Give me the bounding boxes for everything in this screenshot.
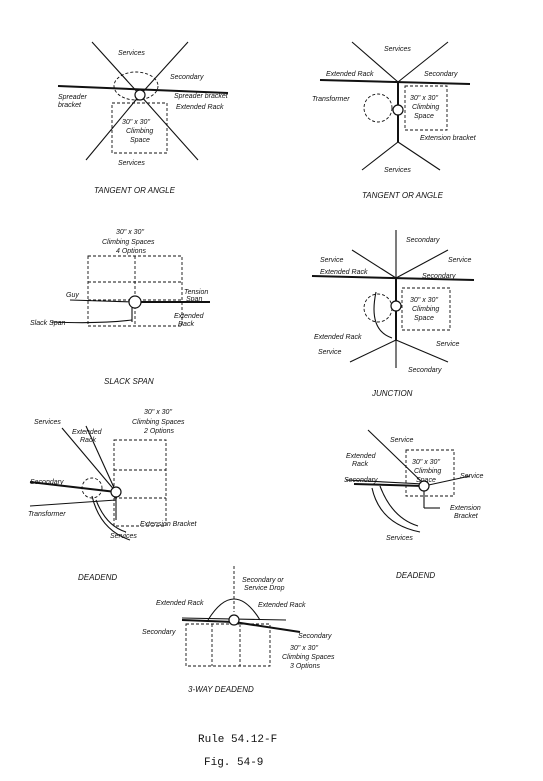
label-extended-rack: Extended Rack bbox=[176, 104, 224, 111]
label-services-top: Services bbox=[384, 46, 411, 53]
label-secondary: Secondary bbox=[30, 479, 64, 486]
label-rack: Rack bbox=[352, 461, 368, 468]
label-service-drop: Service Drop bbox=[244, 585, 285, 592]
label-climbing-size: 30" x 30" bbox=[412, 459, 440, 466]
label-secondary-or: Secondary or bbox=[242, 577, 284, 584]
label-services-bottom: Services bbox=[384, 167, 411, 174]
label-services-bottom: Services bbox=[118, 160, 145, 167]
caption-deadend-2: DEADEND bbox=[396, 571, 435, 580]
label-extended-rack-left: Extended Rack bbox=[156, 600, 204, 607]
figure-number: Fig. 54-9 bbox=[204, 757, 263, 769]
label-options: 2 Options bbox=[143, 428, 174, 435]
label-climbing: Climbing bbox=[126, 128, 153, 135]
label-climbing-size: 30" x 30" bbox=[122, 119, 150, 126]
caption-tangent-angle-1: TANGENT OR ANGLE bbox=[94, 186, 176, 195]
label-climbing-size: 30" x 30" bbox=[290, 645, 318, 652]
label-space: Space bbox=[130, 137, 150, 144]
label-guy: Guy bbox=[66, 292, 79, 299]
label-climbing-spaces: Climbing Spaces bbox=[282, 654, 335, 661]
label-rack: Rack bbox=[80, 437, 96, 444]
label-extended-rack-right: Extended Rack bbox=[258, 602, 306, 609]
label-tension: Tension bbox=[184, 289, 208, 296]
label-secondary-top: Secondary bbox=[406, 237, 440, 244]
label-climbing-spaces: Climbing Spaces bbox=[102, 239, 155, 246]
label-extension: Extension bbox=[450, 505, 481, 512]
label-climbing-size: 30" x 30" bbox=[116, 229, 144, 236]
label-space: Space bbox=[416, 477, 436, 484]
label-options: 4 Options bbox=[116, 248, 146, 255]
label-span: Span bbox=[186, 296, 202, 303]
caption-deadend-1: DEADEND bbox=[78, 573, 117, 582]
label-service-top: Service bbox=[390, 437, 413, 444]
label-secondary-left: Secondary bbox=[142, 629, 176, 636]
label-climbing: Climbing bbox=[412, 104, 439, 111]
label-extended: Extended bbox=[346, 453, 377, 460]
label-transformer: Transformer bbox=[28, 511, 66, 518]
label-extended-rack-top: Extended Rack bbox=[320, 269, 368, 276]
panel-3way-deadend: Secondary or Service Drop Extended Rack … bbox=[142, 566, 335, 694]
label-extended: Extended bbox=[72, 429, 103, 436]
label-bracket: bracket bbox=[58, 102, 82, 109]
panel-tangent-angle-2: Services Extended Rack Secondary Transfo… bbox=[312, 41, 477, 200]
label-transformer: Transformer bbox=[312, 96, 350, 103]
caption-tangent-angle-2: TANGENT OR ANGLE bbox=[362, 191, 444, 200]
label-extension-bracket: Extension Bracket bbox=[140, 521, 197, 528]
label-climbing-size: 30" x 30" bbox=[410, 95, 438, 102]
label-service-bottom-right: Service bbox=[436, 341, 459, 348]
label-extension-bracket: Extension bracket bbox=[420, 135, 477, 142]
label-service-left: Service bbox=[320, 257, 343, 264]
label-secondary: Secondary bbox=[170, 74, 204, 81]
label-climbing-size: 30" x 30" bbox=[144, 409, 172, 416]
label-services-bottom: Services bbox=[386, 535, 413, 542]
caption-slack-span: SLACK SPAN bbox=[104, 377, 154, 386]
panel-junction: Secondary Service Service Extended Rack … bbox=[311, 230, 475, 398]
label-secondary-right: Secondary bbox=[298, 633, 332, 640]
rule-reference: Rule 54.12-F bbox=[198, 734, 277, 746]
label-space: Space bbox=[414, 113, 434, 120]
label-climbing: Climbing bbox=[412, 306, 439, 313]
label-rack: Rack bbox=[178, 321, 194, 328]
panel-deadend-1: 30" x 30" Climbing Spaces 2 Options Serv… bbox=[28, 409, 197, 582]
label-service-right: Service bbox=[460, 473, 483, 480]
label-climbing: Climbing bbox=[414, 468, 441, 475]
label-options: 3 Options bbox=[290, 663, 320, 670]
label-space: Space bbox=[414, 315, 434, 322]
label-extended: Extended bbox=[174, 313, 205, 320]
label-climbing-size: 30" x 30" bbox=[410, 297, 438, 304]
panel-deadend-2: Service Extended Rack Secondary 30" x 30… bbox=[344, 429, 483, 580]
label-secondary: Secondary bbox=[424, 71, 458, 78]
label-spreader-bracket: Spreader bracket bbox=[174, 93, 229, 100]
label-spreader: Spreader bbox=[58, 94, 87, 101]
label-services-top: Services bbox=[118, 50, 145, 57]
label-extended-rack: Extended Rack bbox=[326, 71, 374, 78]
panel-slack-span: 30" x 30" Climbing Spaces 4 Options Guy … bbox=[30, 229, 210, 386]
label-bracket: Bracket bbox=[454, 513, 479, 520]
panel-tangent-angle-1: Services Secondary Spreader bracket Spre… bbox=[57, 41, 229, 195]
label-extended-rack-bottom: Extended Rack bbox=[314, 334, 362, 341]
label-secondary-mid: Secondary bbox=[422, 273, 456, 280]
label-services-bottom: Services bbox=[110, 533, 137, 540]
label-secondary: Secondary bbox=[344, 477, 378, 484]
caption-3way-deadend: 3-WAY DEADEND bbox=[188, 685, 254, 694]
label-service-right: Service bbox=[448, 257, 471, 264]
label-secondary-bottom: Secondary bbox=[408, 367, 442, 374]
caption-junction: JUNCTION bbox=[371, 389, 413, 398]
label-climbing-spaces: Climbing Spaces bbox=[132, 419, 185, 426]
label-services-top: Services bbox=[34, 419, 61, 426]
label-slack-span: Slack Span bbox=[30, 320, 66, 327]
label-service-bottom-left: Service bbox=[318, 349, 341, 356]
